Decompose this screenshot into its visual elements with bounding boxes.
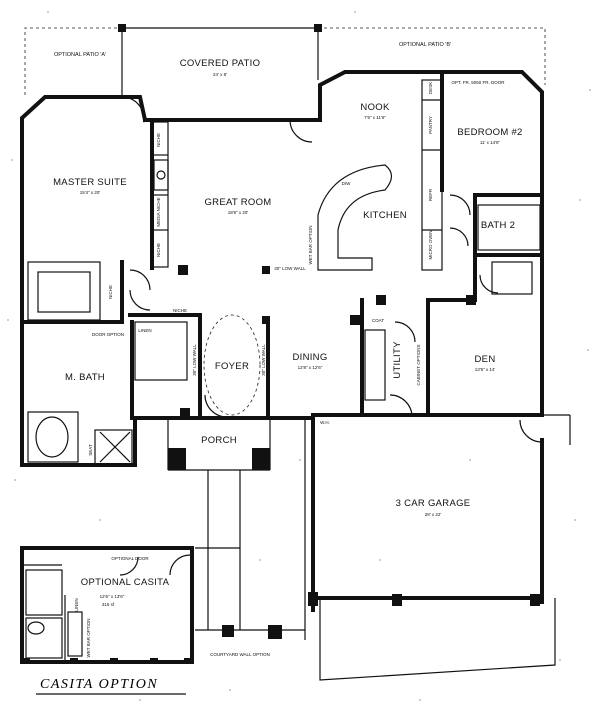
note-micro-oven: MICRO OVEN [428,230,433,259]
note-low-wall-1: 30" LOW WALL [274,266,306,271]
label-garage: 3 CAR GARAGE [396,498,471,509]
label-foyer: FOYER [215,361,249,372]
door-swings [121,96,543,443]
label-master-suite-dim: 15'4" x 20' [80,190,101,195]
note-wh: W.H. [320,420,330,425]
label-bedroom2: BEDROOM #2 [457,127,522,138]
driveway [308,414,571,681]
note-media: MEDIA NICHE [156,197,161,226]
foyer-circle [203,314,261,416]
note-seat: SEAT [88,444,93,456]
main-walls [20,70,544,612]
label-bath2: BATH 2 [481,220,515,231]
note-door-option: DOOR OPTION [92,332,124,337]
label-garage-dim: 28' x 22' [425,512,442,517]
note-niche-3: NICHE [108,285,113,299]
note-niche-4: NICHE [173,308,187,313]
label-optional-patio-a: OPTIONAL PATIO 'A' [54,52,106,58]
labels: OPTIONAL PATIO 'A' COVERED PATIO 24' x 8… [53,42,522,607]
note-coat: COAT [372,318,384,323]
note-wet-bar: WET BAR OPTION [308,226,313,265]
label-bedroom2-dim: 11' x 14'6" [480,140,501,145]
note-low-wall-2: 30" LOW WALL [192,344,197,376]
label-great-room: GREAT ROOM [204,197,271,208]
note-linen-2: LINEN [74,598,79,611]
label-m-bath: M. BATH [65,372,105,383]
caption-block: CASITA OPTION [36,677,186,695]
label-utility: UTILITY [392,341,403,379]
label-great-room-dim: 18'6" x 20' [228,210,249,215]
label-optional-casita: OPTIONAL CASITA [81,577,170,588]
note-cabinet-options: CABINET OPTIONS [416,345,421,386]
note-niche-1: NICHE [156,133,161,147]
label-porch: PORCH [201,435,237,446]
casita [20,546,194,664]
note-dw: D/W [342,181,352,186]
label-den: DEN [475,354,496,365]
posts [178,265,476,418]
note-courtyard: COURTYARD WALL OPTION [210,652,270,657]
note-desk: DESK [428,82,433,94]
annotations: OPT. FR. 5050 FR. DOOR PANTRY DESK NICHE… [74,80,505,657]
cabinetry [27,79,541,465]
note-optional-door: OPTIONAL DOOR [111,556,149,561]
note-linen-1: LINEN [138,328,151,333]
label-covered-patio: COVERED PATIO [180,58,261,69]
label-dining: DINING [292,352,327,363]
label-casita-dim: 12'6" x 13'6" [100,594,125,599]
note-opt-fr-door: OPT. FR. 5050 FR. DOOR [451,80,505,85]
paper-speckle [7,11,591,701]
label-covered-patio-dim: 24' x 8' [213,72,227,77]
porch [167,418,271,471]
fireplace [153,159,169,191]
label-master-suite: MASTER SUITE [53,177,127,188]
note-niche-2: NICHE [156,243,161,257]
label-kitchen: KITCHEN [363,210,407,221]
note-wet-bar-casita: WET BAR OPTION [86,619,91,658]
note-pantry: PANTRY [428,116,433,134]
label-nook-dim: 7'6" x 11'6" [364,115,386,120]
courtyard-walls [195,418,306,640]
label-nook: NOOK [360,102,390,113]
label-dining-dim: 12'8" x 12'6" [298,365,323,370]
label-casita-sf: 315 sf [102,602,115,607]
optional-patios [24,27,546,95]
label-den-dim: 13'5" x 14' [475,367,496,372]
label-optional-patio-b: OPTIONAL PATIO 'B' [399,42,451,48]
note-low-wall-3: 30" LOW WALL [261,344,266,376]
interior-walls [20,70,544,420]
casita-caption: CASITA OPTION [40,677,158,692]
note-refr: REFR [428,188,433,201]
covered-patio [118,24,322,97]
